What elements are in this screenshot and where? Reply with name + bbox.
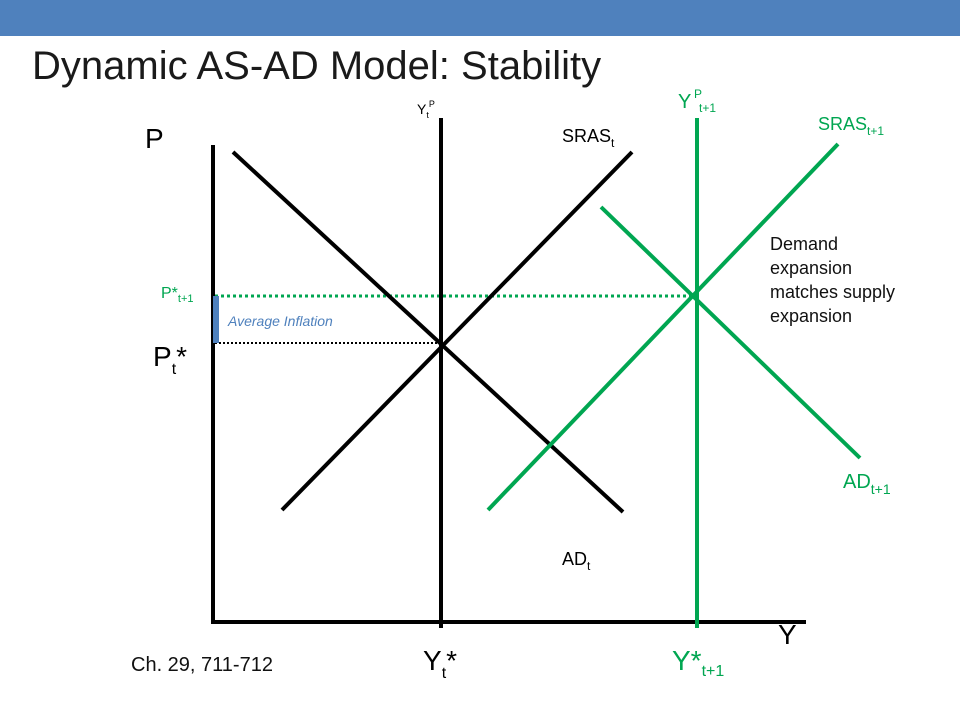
average-inflation-label: Average Inflation: [227, 313, 333, 329]
ad-t1-label: ADt+1: [843, 471, 891, 497]
ad-t-curve: [231, 150, 625, 514]
sras-t-curve: [280, 150, 634, 512]
yp-t-label: YtP: [417, 99, 435, 120]
demand-supply-note: Demand expansion matches supply expansio…: [770, 232, 895, 328]
ad-t-label: ADt: [562, 549, 591, 573]
y-axis-label: Y: [778, 619, 797, 650]
y-t1-level-label: Y*t+1: [672, 645, 724, 680]
p-t-level-label: Pt*: [153, 341, 187, 378]
p-t1-level-label: P*t+1: [161, 285, 194, 305]
sras-t-label: SRASt: [562, 126, 615, 150]
note-line: matches supply: [770, 282, 896, 302]
note-line: expansion: [770, 306, 853, 326]
y-t-level-label: Yt*: [423, 645, 457, 682]
chapter-reference: Ch. 29, 711-712: [131, 654, 273, 676]
sras-t1-label: SRASt+1: [818, 114, 884, 138]
slide-title: Dynamic AS-AD Model: Stability: [32, 44, 602, 88]
note-line: Demand: [770, 234, 839, 254]
ad-t1-curve: [599, 205, 862, 460]
p-axis-label: P: [145, 123, 164, 154]
yp-t1-label: Y P t+1: [678, 81, 716, 115]
top-accent-bar: [0, 0, 960, 36]
sras-t1-curve: [486, 142, 840, 512]
note-line: expansion: [770, 258, 853, 278]
